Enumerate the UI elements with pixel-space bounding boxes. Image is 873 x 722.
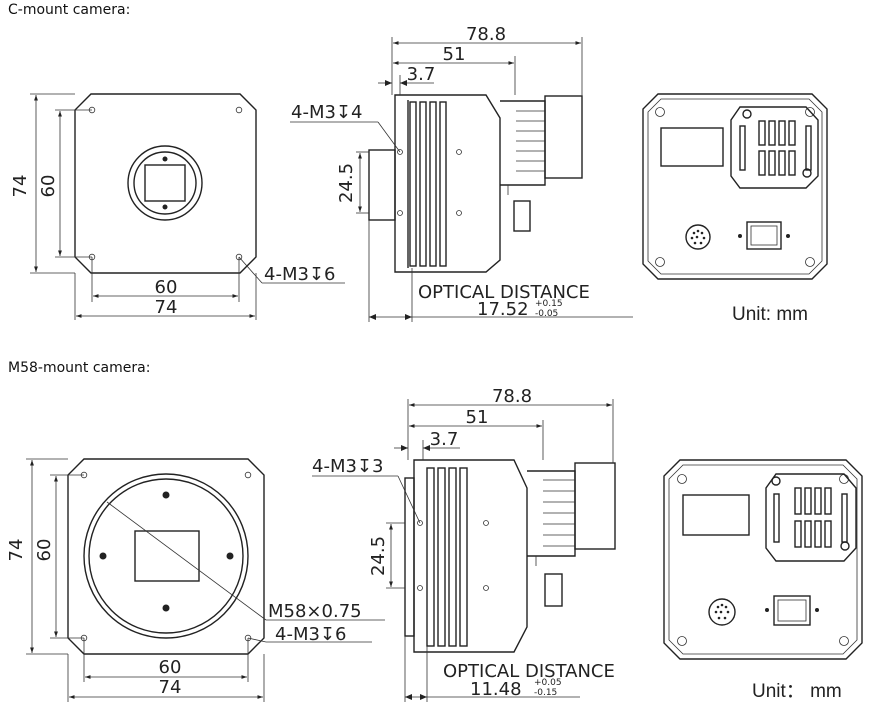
m58-optical-tolerance-minus: -0.15	[534, 688, 557, 698]
c-front-height-outer: 74	[10, 175, 31, 198]
m58-mount-front-view	[26, 458, 385, 702]
c-unit-label: Unit: mm	[732, 304, 808, 325]
m58-side-mount-height: 24.5	[368, 536, 389, 576]
c-optical-distance-value: 17.52	[477, 299, 529, 320]
c-optical-tolerance-plus: +0.15	[535, 299, 563, 309]
c-side-body-length: 51	[443, 44, 466, 65]
c-front-height-inner: 60	[38, 175, 59, 198]
c-side-total-length: 78.8	[466, 24, 506, 45]
m58-front-screw-label: 4-M3↧6	[275, 624, 346, 645]
m58-front-height-inner: 60	[34, 539, 55, 562]
c-front-width-outer: 74	[155, 297, 178, 318]
m58-side-flange-length: 3.7	[430, 429, 459, 450]
c-side-flange-length: 3.7	[407, 64, 436, 85]
c-front-screw-label: 4-M3↧6	[264, 264, 335, 285]
c-optical-distance-label: OPTICAL DISTANCE	[418, 282, 590, 303]
m58-mount-title: M58-mount camera:	[8, 360, 151, 376]
m58-side-total-length: 78.8	[492, 386, 532, 407]
m58-optical-tolerance-plus: +0.05	[534, 678, 562, 688]
c-front-width-inner: 60	[155, 277, 178, 298]
m58-front-thread-label: M58×0.75	[268, 601, 362, 622]
c-optical-tolerance-minus: -0.05	[535, 309, 558, 319]
m58-front-height-outer: 74	[6, 539, 27, 562]
m58-side-body-length: 51	[466, 407, 489, 428]
m58-optical-distance-value: 11.48	[470, 679, 522, 700]
m58-front-width-outer: 74	[159, 677, 182, 698]
c-side-mount-height: 24.5	[336, 163, 357, 203]
m58-unit-label: Unit： mm	[752, 681, 842, 702]
m58-mount-side-view	[312, 399, 616, 702]
c-mount-side-view	[290, 37, 633, 322]
c-mount-front-view	[30, 93, 345, 320]
c-mount-title: C-mount camera:	[8, 2, 131, 18]
m58-front-width-inner: 60	[159, 657, 182, 678]
c-mount-back-view	[642, 93, 828, 280]
c-side-screw-label: 4-M3↧4	[291, 102, 362, 123]
m58-side-screw-label: 4-M3↧3	[312, 456, 383, 477]
m58-optical-distance-label: OPTICAL DISTANCE	[443, 661, 615, 682]
m58-mount-back-view	[663, 459, 863, 660]
